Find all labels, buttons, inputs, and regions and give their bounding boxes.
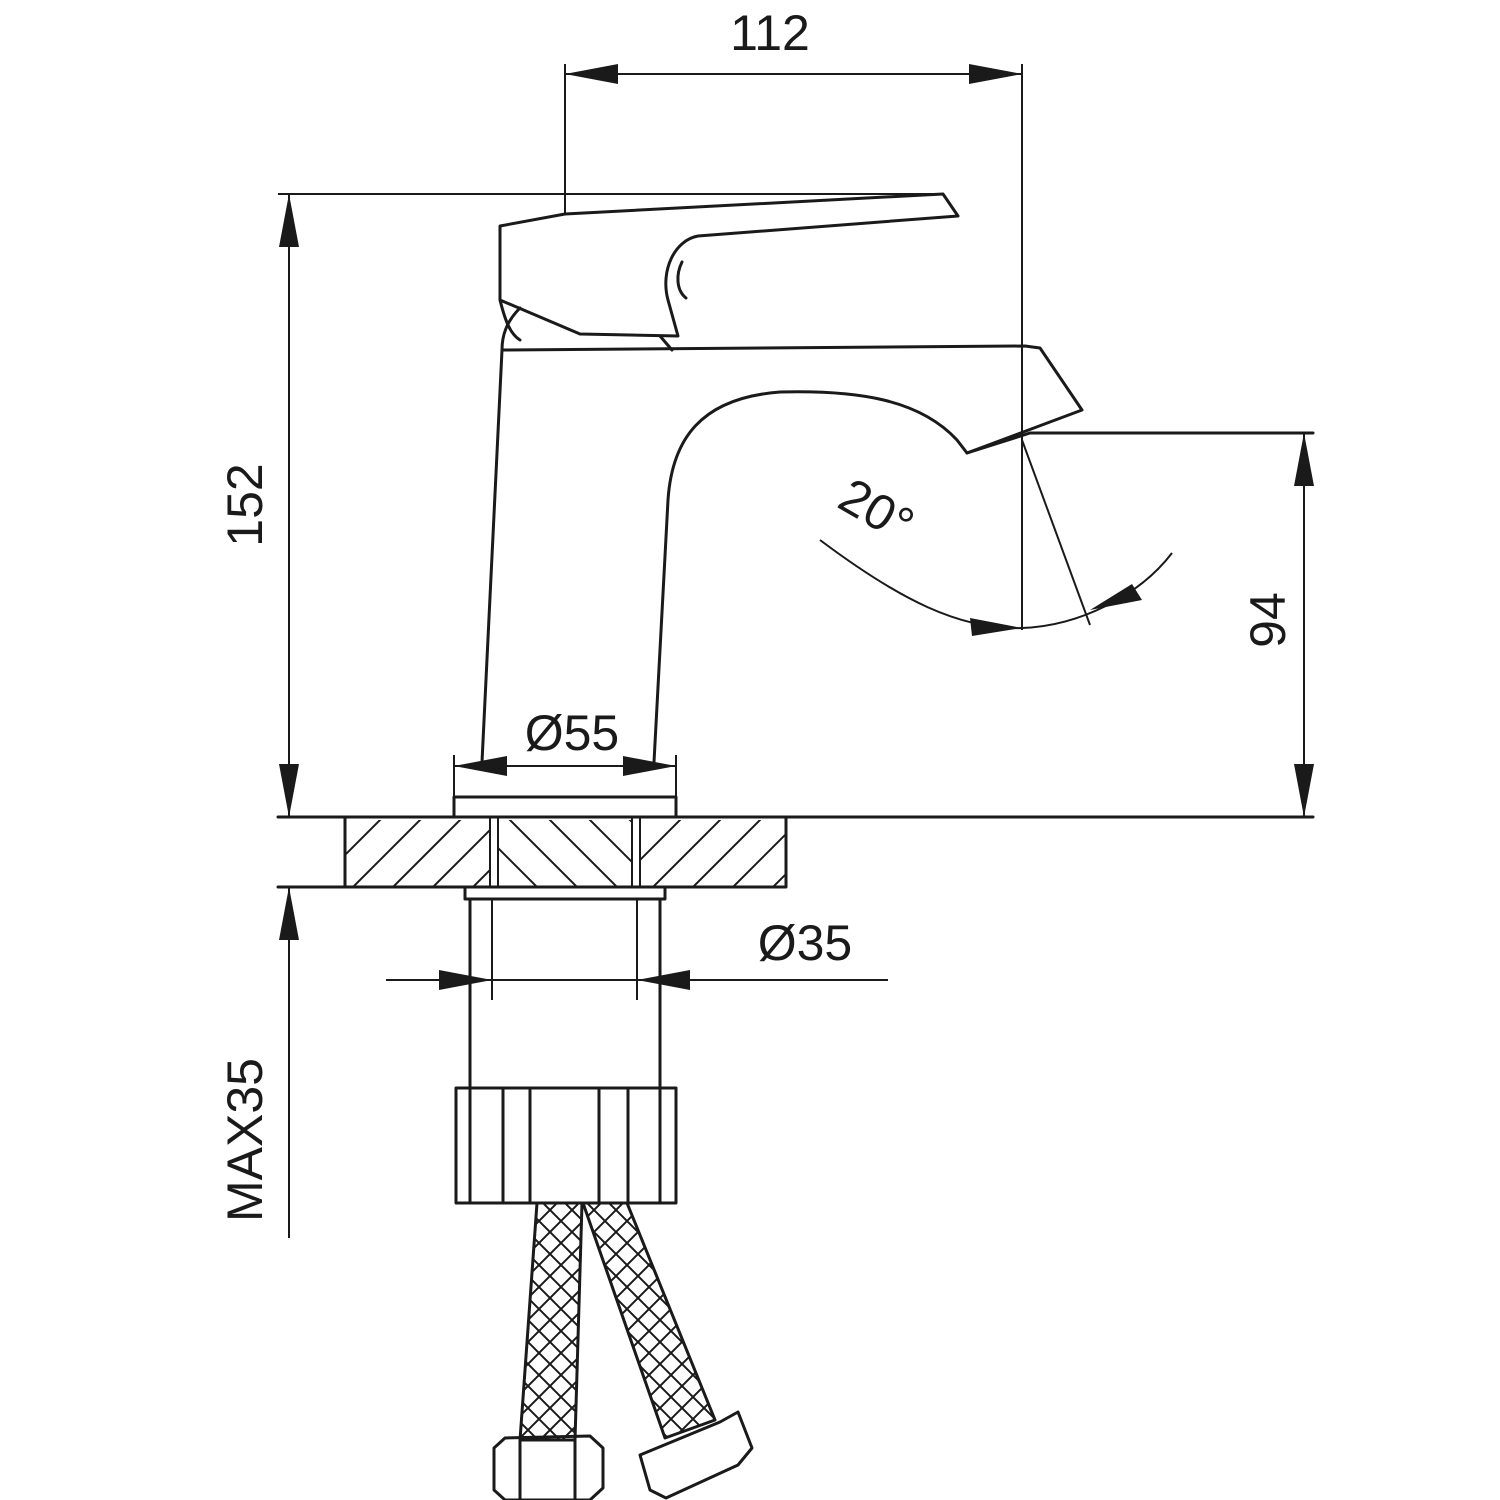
arrowhead — [279, 764, 299, 817]
arrowhead — [279, 887, 299, 940]
dimension-max-thickness: MAX35 — [217, 887, 299, 1238]
dimension-total-height: 152 — [217, 193, 943, 817]
dimension-label-shank-diameter: Ø35 — [758, 915, 853, 971]
dimension-label-max-thickness: MAX35 — [217, 1058, 273, 1222]
mounting-nut — [454, 1086, 678, 1205]
countertop-section — [276, 815, 1315, 889]
lever-handle — [498, 192, 960, 352]
dimension-label-spout-reach: 112 — [730, 5, 810, 61]
faucet-body — [480, 344, 1315, 764]
dimension-spout-reach: 112 — [564, 5, 1023, 630]
mounting-shank — [463, 885, 667, 1090]
dimension-shank-diameter: Ø35 — [386, 915, 888, 990]
arrowhead — [637, 970, 690, 990]
dimension-spout-angle: 20° — [819, 439, 1173, 636]
dimension-label-total-height: 152 — [217, 463, 273, 546]
arrowhead — [969, 64, 1022, 84]
arrowhead — [1294, 764, 1314, 817]
arrowhead — [1294, 433, 1314, 486]
dimension-label-base-diameter: Ø55 — [525, 705, 620, 761]
dimension-label-spout-height: 94 — [1240, 592, 1296, 648]
arrowhead — [279, 194, 299, 247]
flexible-hose-left — [492, 1201, 605, 1500]
dimension-spout-height: 94 — [1240, 433, 1314, 817]
arrowhead — [623, 756, 676, 776]
arrowhead — [439, 970, 492, 990]
dimension-base-diameter: Ø55 — [453, 705, 677, 817]
arrowhead — [970, 618, 1022, 636]
arrowhead — [454, 756, 507, 776]
flexible-hose-right — [581, 1201, 754, 1500]
arrowhead — [565, 64, 618, 84]
dimension-label-spout-angle: 20° — [830, 467, 923, 553]
base-escutcheon — [452, 795, 678, 819]
arrowhead — [1090, 584, 1142, 610]
